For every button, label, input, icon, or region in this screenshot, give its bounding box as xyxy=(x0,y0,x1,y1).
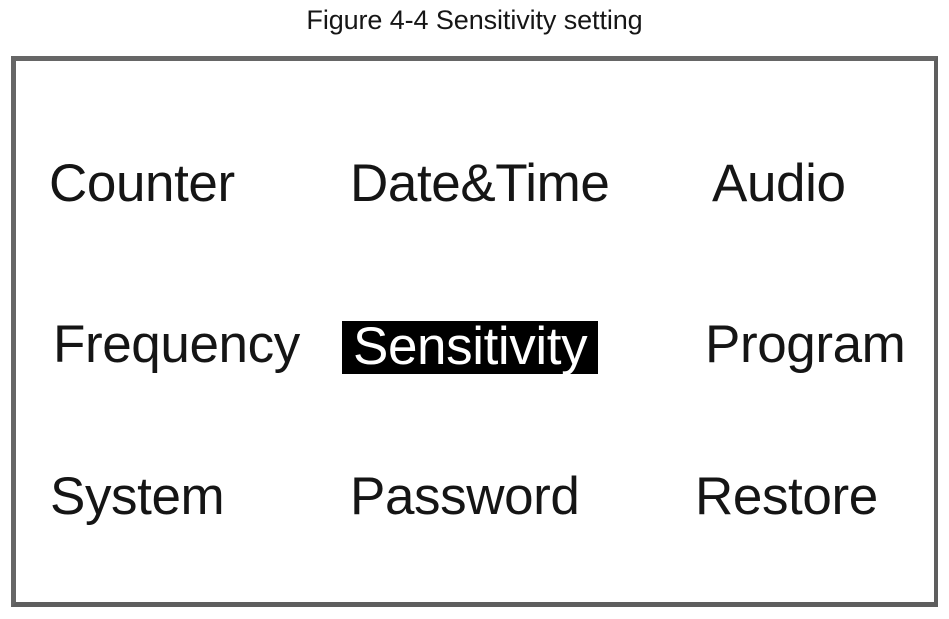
menu-item-audio[interactable]: Audio xyxy=(712,154,846,213)
menu-item-counter[interactable]: Counter xyxy=(49,154,235,213)
menu-row: Frequency Sensitivity Program xyxy=(16,315,934,375)
menu-item-restore[interactable]: Restore xyxy=(695,467,878,526)
menu-item-date-time[interactable]: Date&Time xyxy=(350,154,610,213)
device-screen-frame: Counter Date&Time Audio Frequency Sensit… xyxy=(11,56,938,607)
menu-item-frequency[interactable]: Frequency xyxy=(53,315,300,374)
main-menu-grid: Counter Date&Time Audio Frequency Sensit… xyxy=(16,61,934,602)
menu-item-program[interactable]: Program xyxy=(705,315,906,374)
menu-row: Counter Date&Time Audio xyxy=(16,154,934,214)
menu-item-password[interactable]: Password xyxy=(350,467,580,526)
menu-item-sensitivity[interactable]: Sensitivity xyxy=(342,320,599,374)
menu-row: System Password Restore xyxy=(16,467,934,527)
figure-caption: Figure 4-4 Sensitivity setting xyxy=(306,5,643,35)
menu-item-system[interactable]: System xyxy=(50,467,225,526)
